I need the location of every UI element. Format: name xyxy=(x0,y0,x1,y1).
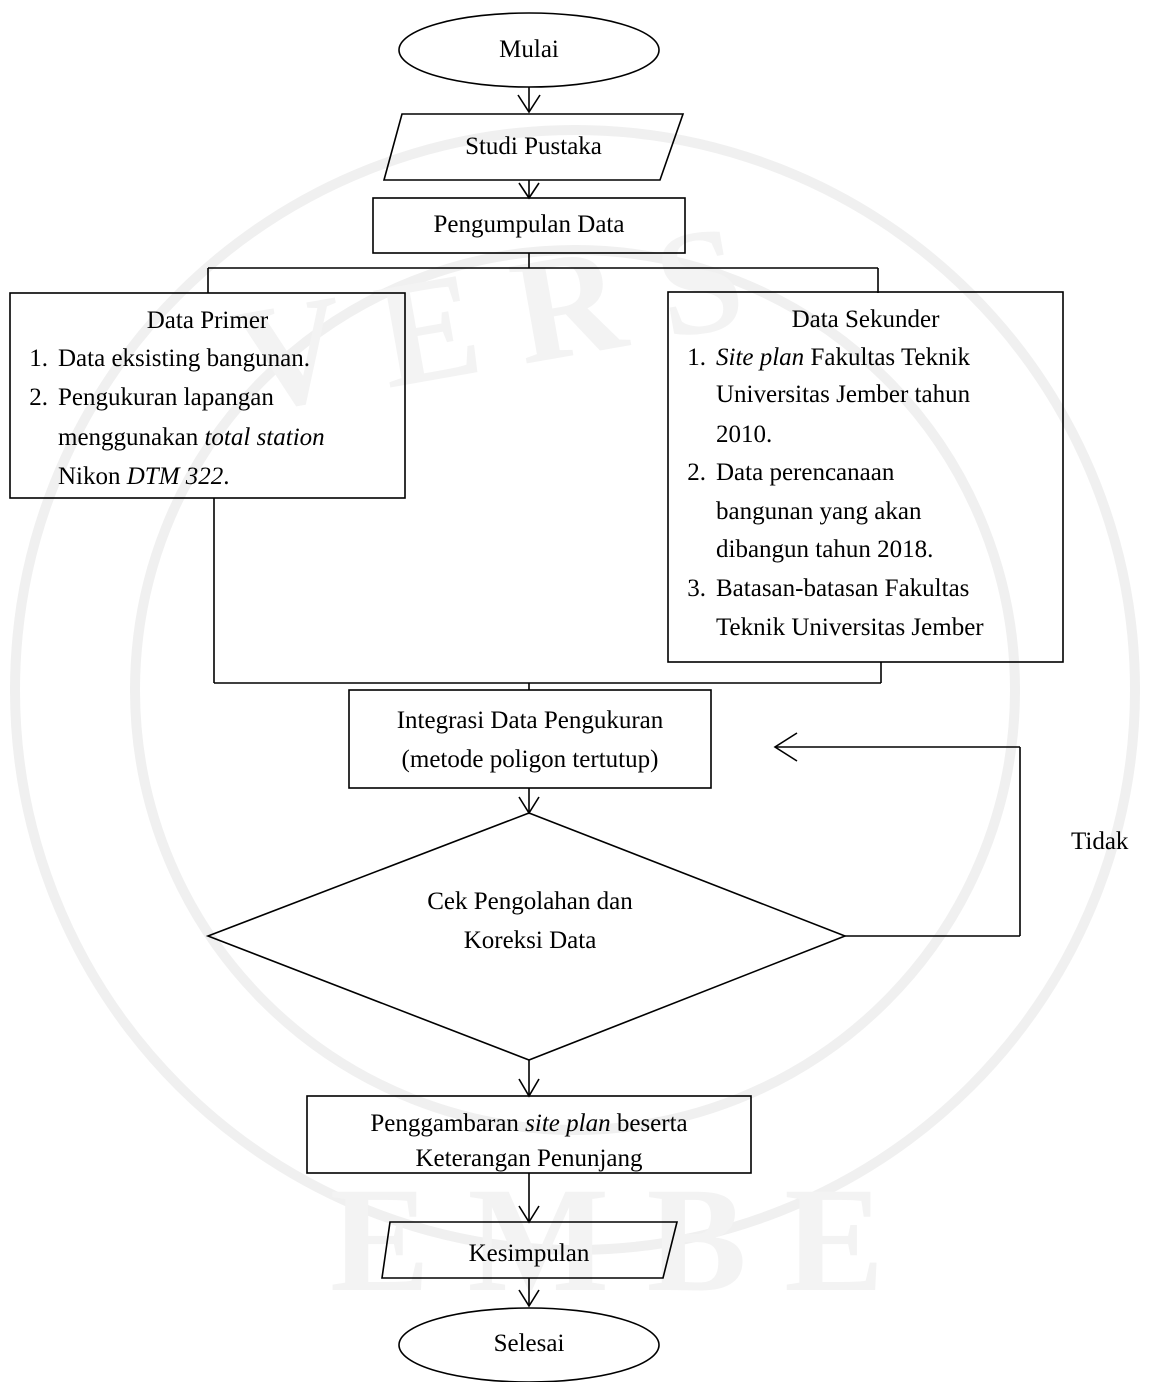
tidak-label: Tidak xyxy=(1071,828,1129,855)
data-sekunder-item-3: 3.Batasan-batasan Fakultas xyxy=(687,575,970,602)
pengumpulan-data-label: Pengumpulan Data xyxy=(433,211,625,238)
integrasi-label-line1: Integrasi Data Pengukuran xyxy=(396,707,664,734)
penggambaran-label-line2: Keterangan Penunjang xyxy=(415,1145,643,1172)
data-sekunder-item-1-cont: Universitas Jember tahun xyxy=(716,381,971,408)
data-sekunder-item-3-cont: Teknik Universitas Jember xyxy=(716,614,984,641)
data-primer-item-2: 2.Pengukuran lapangan xyxy=(29,384,274,411)
data-primer-item-1: 1.Data eksisting bangunan. xyxy=(29,345,311,372)
data-primer-item-2-cont2: Nikon DTM 322. xyxy=(58,463,230,490)
data-sekunder-item-2: 2.Data perencanaan xyxy=(687,459,895,486)
data-sekunder-item-2-cont2: dibangun tahun 2018. xyxy=(716,536,934,563)
data-primer-box xyxy=(9,292,406,499)
data-sekunder-title: Data Sekunder xyxy=(791,306,940,333)
data-sekunder-box xyxy=(667,291,1064,663)
kesimpulan-label: Kesimpulan xyxy=(468,1240,590,1267)
start-label: Mulai xyxy=(499,36,559,63)
studi-pustaka-label: Studi Pustaka xyxy=(465,133,602,160)
cek-label-line1: Cek Pengolahan dan xyxy=(427,888,633,915)
data-sekunder-item-1-cont2: 2010. xyxy=(716,421,773,448)
kesimpulan-io xyxy=(381,1221,679,1279)
penggambaran-label-line1: Penggambaran site plan beserta xyxy=(370,1110,688,1137)
data-sekunder-item-1: 1.Site plan Fakultas Teknik xyxy=(687,344,971,371)
integrasi-process xyxy=(348,689,712,789)
cek-label-line2: Koreksi Data xyxy=(463,927,597,954)
data-sekunder-item-2-cont: bangunan yang akan xyxy=(716,498,922,525)
end-terminal xyxy=(398,1307,660,1382)
end-label: Selesai xyxy=(493,1330,565,1357)
data-primer-title: Data Primer xyxy=(146,307,269,334)
studi-pustaka-io xyxy=(382,113,685,181)
data-primer-item-2-cont: menggunakan total station xyxy=(58,424,325,451)
integrasi-label-line2: (metode poligon tertutup) xyxy=(401,746,659,773)
